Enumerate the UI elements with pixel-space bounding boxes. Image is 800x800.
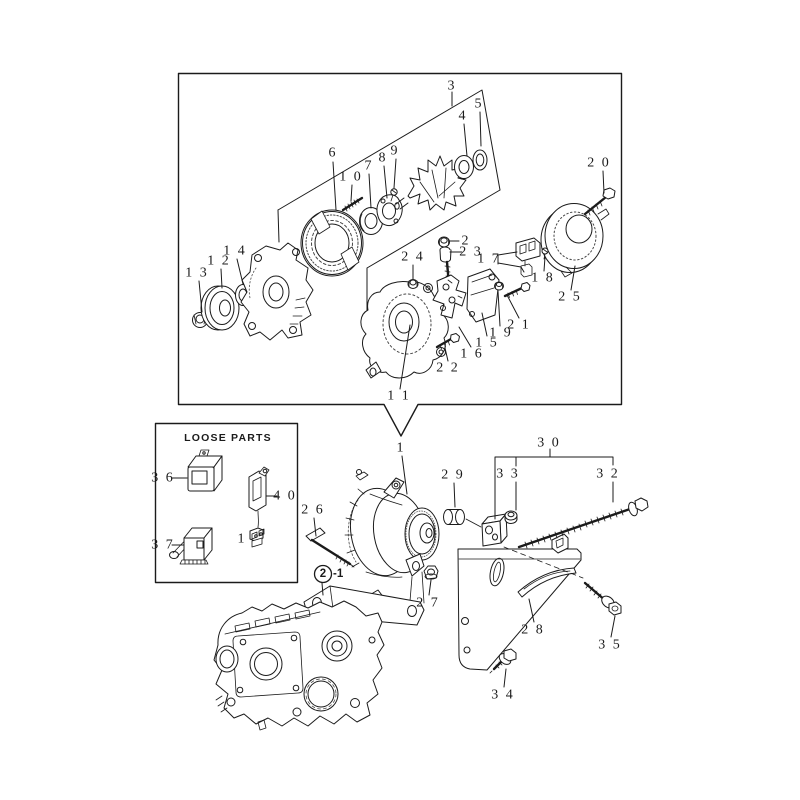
connector-40 (248, 466, 270, 528)
terminal-nut-2 (438, 236, 450, 248)
part-label-5: 5 (475, 97, 484, 112)
pulley (200, 285, 240, 331)
part-label-28: 2 8 (521, 623, 545, 638)
upper-view-frame (177, 72, 623, 437)
part-label-35: 3 5 (598, 638, 622, 653)
part-label-36: 3 6 (151, 471, 175, 486)
brush-holder-screw (541, 247, 549, 260)
lower-assembly-view (213, 469, 649, 731)
part-label-34: 3 4 (491, 688, 515, 703)
part-label-29: 2 9 (441, 468, 465, 483)
loose-parts-box: LOOSE PARTS (154, 422, 299, 584)
part-label-7: 7 (365, 159, 374, 174)
part-label-12: 1 2 (207, 254, 231, 269)
rear-bracket (360, 281, 449, 379)
rear-bearing (454, 155, 474, 179)
part-label-32: 3 2 (596, 467, 620, 482)
rectifier (432, 274, 467, 319)
part-label-6: 6 (329, 146, 338, 161)
part-label-13: 1 3 (185, 266, 209, 281)
part-label-8: 8 (379, 151, 388, 166)
bolt-34 (489, 648, 517, 674)
part-label-1: 1 (397, 441, 406, 456)
alternator-assembly (344, 469, 440, 607)
harness-connector (249, 527, 265, 548)
part-label-2-1: 2 (320, 568, 326, 580)
adjust-bolt-26 (305, 527, 355, 568)
part-label-33: 3 3 (496, 467, 520, 482)
part-label-1: 1 (238, 532, 247, 547)
regulator (466, 268, 500, 323)
part-label-24: 2 4 (401, 250, 425, 265)
small-nut-19 (494, 281, 504, 291)
part-label-19: 1 9 (489, 326, 513, 341)
part-label-10: 1 0 (339, 170, 363, 185)
gear-case (213, 600, 385, 731)
pivot-block (481, 510, 569, 554)
circled-callout-ring (313, 564, 333, 584)
brush-holder (515, 237, 541, 278)
relay-36 (187, 449, 223, 492)
part-label-26: 2 6 (301, 503, 325, 518)
leader-lines (171, 91, 616, 688)
part-label-23: 2 3 (459, 245, 483, 260)
bolt-22 (435, 333, 460, 350)
part-label-4: 4 (459, 109, 468, 124)
bolt-21 (503, 282, 531, 298)
part-label-22: 2 2 (436, 361, 460, 376)
front-bracket (240, 242, 314, 341)
part-label-9: 9 (391, 144, 400, 159)
part-label-17: 1 7 (477, 252, 501, 267)
bolt-35 (583, 581, 622, 616)
through-stud (341, 196, 364, 212)
part-label-30: 3 0 (537, 436, 561, 451)
nut-27 (423, 565, 439, 580)
rear-cover-bolt (583, 187, 616, 216)
spacer-29 (443, 509, 482, 528)
retainer-screw (390, 188, 398, 202)
part-label-14: 1 4 (223, 244, 247, 259)
part-label-16: 1 6 (460, 347, 484, 362)
pivot-bolt-32 (517, 497, 649, 549)
part-label-40: 4 0 (273, 489, 297, 504)
rear-cover (540, 203, 610, 278)
bearing-retainer-plate (376, 194, 403, 227)
part-label-3: 3 (448, 79, 457, 94)
loose-parts-title: LOOSE PARTS (184, 432, 272, 444)
stator (300, 209, 364, 277)
part-label-2: 2 (462, 234, 471, 249)
part-label-18: 1 8 (531, 271, 555, 286)
relay-37 (169, 527, 213, 565)
part-label-37: 3 7 (151, 538, 175, 553)
part-label-21: 2 1 (507, 318, 531, 333)
part-label-25: 2 5 (558, 290, 582, 305)
part-label-20: 2 0 (587, 156, 611, 171)
mount-bracket-plate (457, 546, 584, 671)
part-label-15: 1 5 (475, 336, 499, 351)
terminal-nut-24 (407, 279, 419, 289)
part-label-11: 1 1 (387, 389, 411, 404)
part-label-27: 2 7 (416, 596, 440, 611)
bearing-collar (472, 149, 488, 171)
part-label-2-1-suffix: -1 (333, 568, 344, 580)
adjust-strap (517, 567, 577, 598)
upper-exploded-view (192, 149, 616, 379)
